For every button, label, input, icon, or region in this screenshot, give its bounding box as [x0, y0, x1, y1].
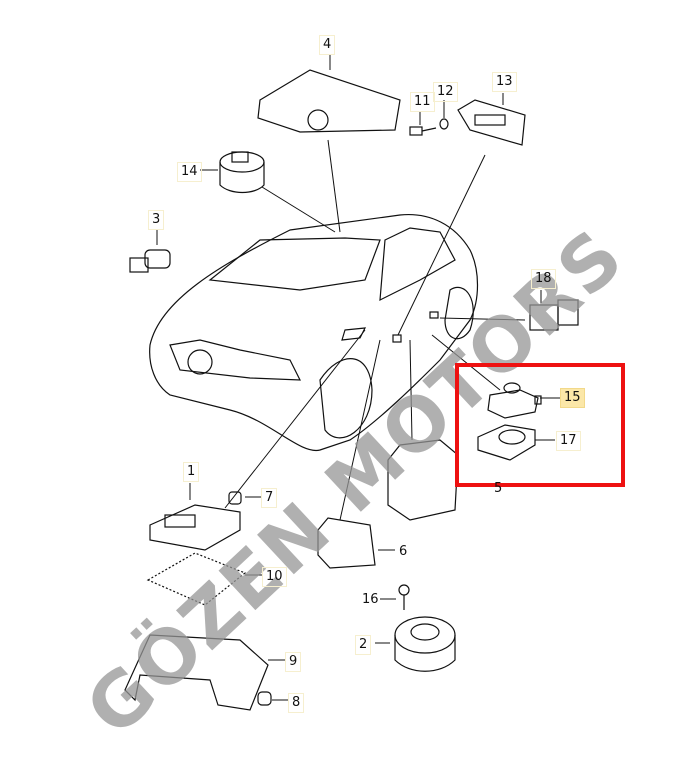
part-18-connector — [529, 299, 579, 331]
callout-6[interactable]: 6 — [399, 544, 408, 559]
part-8-nut — [257, 691, 272, 706]
part-10-mesh — [146, 552, 247, 606]
callout-11[interactable]: 11 — [410, 92, 435, 112]
callout-17[interactable]: 17 — [556, 431, 581, 451]
callout-9[interactable]: 9 — [285, 652, 302, 672]
part-3-switch — [129, 249, 171, 273]
part-2-ring — [394, 616, 456, 672]
part-16-screw — [398, 584, 410, 610]
part-6-switch — [317, 517, 376, 569]
part-14-motor — [219, 151, 265, 194]
callout-10[interactable]: 10 — [262, 567, 287, 587]
part-11-bolt — [409, 126, 437, 136]
part-9-bracket — [124, 634, 269, 711]
callout-4[interactable]: 4 — [319, 35, 336, 55]
callout-3[interactable]: 3 — [148, 210, 165, 230]
leader-lines — [156, 55, 560, 701]
part-17-ring — [477, 424, 536, 461]
part-12-washer — [439, 118, 449, 130]
highlight-box — [455, 363, 625, 487]
part-13-handle — [457, 99, 526, 146]
callout-15[interactable]: 15 — [560, 388, 585, 408]
callout-13[interactable]: 13 — [492, 72, 517, 92]
callout-12[interactable]: 12 — [433, 82, 458, 102]
part-4-roof-unit — [257, 69, 401, 133]
callout-7[interactable]: 7 — [261, 488, 278, 508]
part-7-nut — [228, 491, 242, 505]
callout-8[interactable]: 8 — [288, 693, 305, 713]
callout-1[interactable]: 1 — [183, 462, 200, 482]
part-1-control-unit — [149, 504, 241, 551]
callout-14[interactable]: 14 — [177, 162, 202, 182]
callout-2[interactable]: 2 — [355, 635, 372, 655]
callout-16[interactable]: 16 — [362, 592, 379, 607]
callout-5[interactable]: 5 — [494, 481, 503, 496]
callout-18[interactable]: 18 — [531, 269, 556, 289]
part-15-sensor — [487, 382, 542, 419]
